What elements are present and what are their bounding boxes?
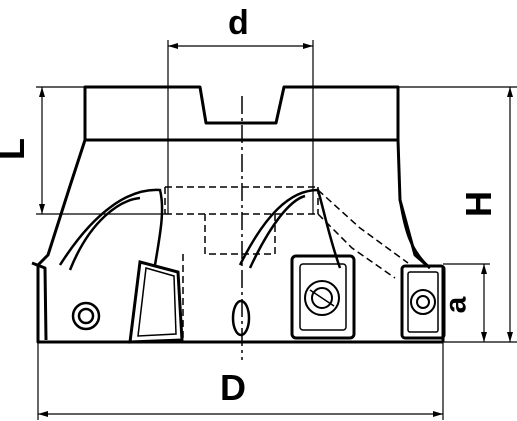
cutter-diameter-label: D [220,367,246,408]
overall-height-label: H [458,191,499,217]
insert-center [290,254,356,340]
hidden-lines [164,186,409,342]
insert-left [128,260,184,344]
dimension-arrows [38,43,513,417]
hub-length-label: L [0,138,32,160]
insert-height-label: a [439,296,473,314]
bore-diameter-label: d [228,4,249,42]
clamp-screws [71,299,251,337]
chip-flutes [58,188,431,271]
dimension-lines [36,40,517,420]
insert-right [400,264,446,340]
